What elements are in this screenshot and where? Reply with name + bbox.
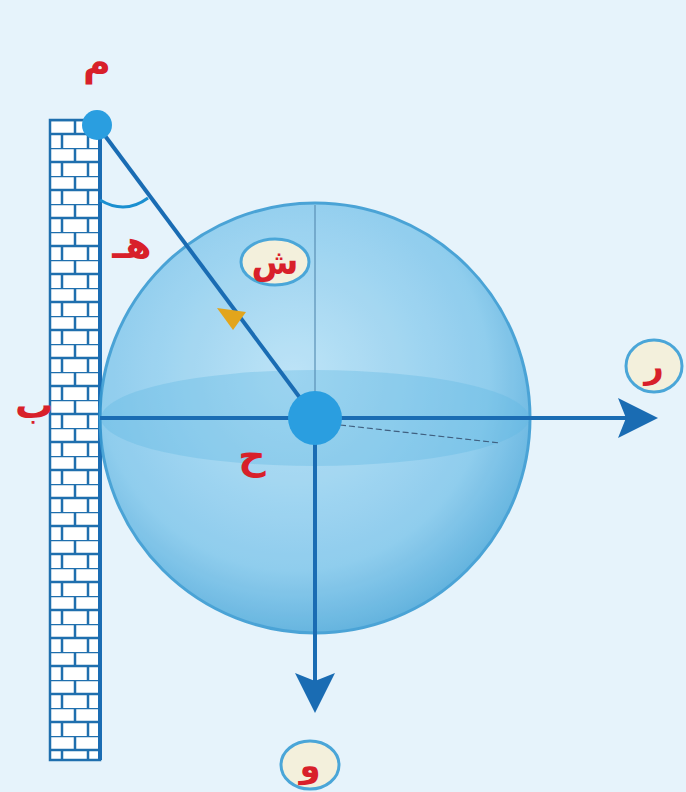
point-label: ب xyxy=(15,386,53,424)
tension-arrowhead xyxy=(217,308,246,330)
point-label: هـ xyxy=(112,226,151,264)
force-symbol: و xyxy=(299,748,320,782)
weight-arrow xyxy=(313,418,317,705)
force-symbol-bubble: و xyxy=(279,739,341,791)
suspension-point xyxy=(82,110,112,140)
force-symbol: ر xyxy=(644,349,664,383)
brick-wall xyxy=(50,120,100,760)
dashed-guide xyxy=(340,425,500,443)
force-symbol-bubble: ش xyxy=(239,237,311,287)
vertical-guide xyxy=(314,205,315,418)
string xyxy=(97,125,315,418)
center-point xyxy=(288,391,342,445)
point-label: م xyxy=(83,43,111,81)
angle-arc xyxy=(100,198,148,207)
force-symbol: ش xyxy=(252,245,299,279)
reaction-arrow xyxy=(100,416,650,420)
force-symbol-bubble: ر xyxy=(624,338,684,394)
point-label: ح xyxy=(238,437,265,475)
